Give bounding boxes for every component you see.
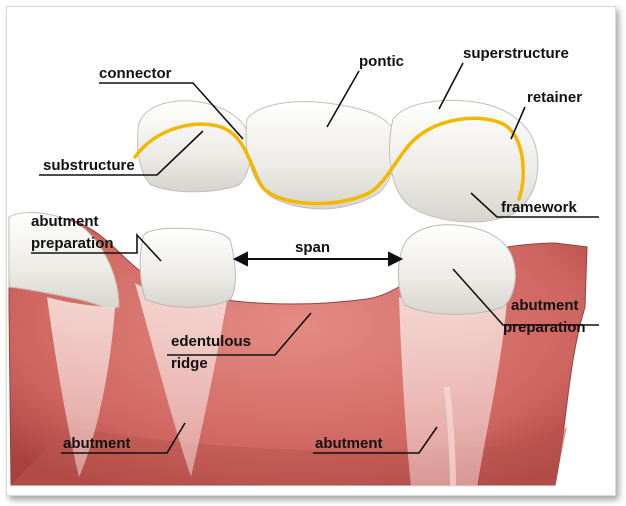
leader-abutment-preparation-left [31, 232, 162, 262]
label-connector: connector [99, 65, 172, 82]
leader-framework [470, 192, 599, 218]
far-left-tooth [8, 212, 120, 309]
label-abutment-right: abutment [315, 435, 383, 452]
label-retainer: retainer [527, 89, 583, 106]
label-span: span [295, 239, 331, 256]
label-framework: framework [501, 199, 577, 216]
label-pontic: pontic [359, 53, 404, 70]
leader-retainer [510, 106, 526, 140]
label-abutment-preparation-left-line1: abutment [31, 213, 99, 230]
right-abutment-root [399, 297, 507, 487]
right-abutment-preparation [397, 224, 516, 315]
label-abutment-left: abutment [63, 435, 131, 452]
leader-superstructure [438, 62, 464, 110]
label-substructure: substructure [43, 157, 135, 174]
leader-edentulous-ridge [167, 312, 312, 356]
figure-frame: connector pontic superstructure retainer… [6, 6, 616, 496]
label-edentulous-ridge-line1: edentulous [171, 333, 252, 350]
leader-connector [99, 82, 244, 140]
label-abutment-preparation-left-line2: preparation [31, 235, 114, 252]
left-abutment-preparation [139, 227, 236, 308]
bridge-left-crown [137, 100, 252, 193]
far-left-root [47, 297, 115, 477]
label-abutment-preparation-right-line1: abutment [511, 297, 579, 314]
framework-wire [133, 116, 525, 206]
span-arrow [232, 251, 404, 267]
label-edentulous-ridge-line2: ridge [171, 355, 208, 372]
leader-lines [31, 62, 599, 454]
label-superstructure: superstructure [463, 45, 569, 62]
left-abutment-root [135, 283, 229, 477]
dental-bridge-illustration [8, 62, 599, 488]
leader-substructure [39, 130, 204, 176]
leader-abutment-right [313, 426, 438, 454]
leader-abutment-preparation-right [452, 268, 599, 326]
leader-abutment-left [61, 422, 186, 454]
leader-pontic [326, 70, 360, 128]
label-abutment-preparation-right-line2: preparation [503, 319, 586, 336]
right-root-split [444, 386, 456, 488]
